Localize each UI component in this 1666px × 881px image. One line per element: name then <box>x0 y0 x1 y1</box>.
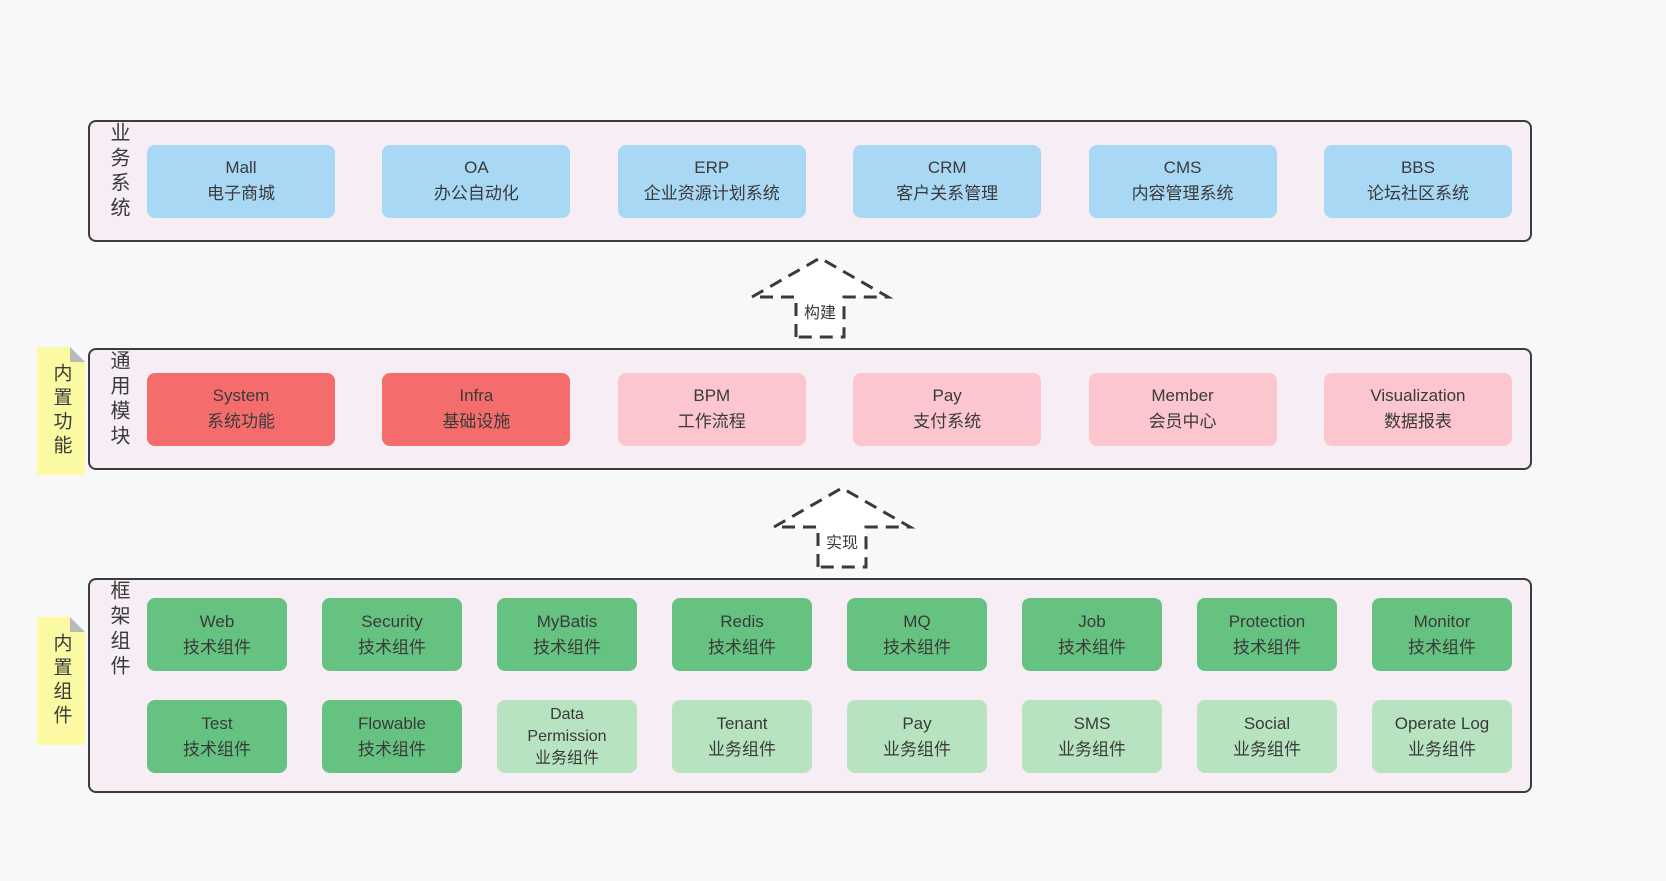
component-box: OA 办公自动化 <box>382 144 571 218</box>
component-box: CRM 客户关系管理 <box>853 144 1042 218</box>
component-box: SMS 业务组件 <box>1022 700 1162 773</box>
component-box: Test 技术组件 <box>147 700 287 773</box>
note-built-in-functions-label: 内置功能 <box>50 363 72 459</box>
component-box: Protection 技术组件 <box>1197 598 1337 671</box>
note-built-in-functions: 内置功能 <box>37 347 85 475</box>
modules-boxes: System 系统功能 Infra 基础设施 BPM 工作流程 Pay 支付系统 Mem… <box>147 350 1512 468</box>
component-box: Flowable 技术组件 <box>322 700 462 773</box>
component-box: Redis 技术组件 <box>672 598 812 671</box>
box-row: Mall 电子商城 OA 办公自动化 ERP 企业资源计划系统 CRM 客户关系管理 C… <box>147 144 1512 218</box>
dashed-up-arrow-icon <box>746 256 894 339</box>
panel-common-modules: 通用模块 System 系统功能 Infra 基础设施 BPM 工作流程 Pay 支付… <box>88 348 1532 470</box>
component-box: MQ 技术组件 <box>847 598 987 671</box>
note-fold-corner-icon <box>70 617 85 632</box>
arrow-build: 构建 <box>746 255 894 339</box>
arrow-implement-label: 实现 <box>823 529 861 553</box>
business-boxes: Mall 电子商城 OA 办公自动化 ERP 企业资源计划系统 CRM 客户关系管理 C… <box>147 122 1512 240</box>
dashed-up-arrow-icon <box>768 486 916 569</box>
component-box: Operate Log 业务组件 <box>1372 700 1512 773</box>
component-box: Job 技术组件 <box>1022 598 1162 671</box>
component-box: BBS 论坛社区系统 <box>1323 144 1512 218</box>
component-box: ERP 企业资源计划系统 <box>617 144 806 218</box>
note-fold-corner-icon <box>70 347 85 362</box>
box-row: System 系统功能 Infra 基础设施 BPM 工作流程 Pay 支付系统 Mem… <box>147 372 1512 446</box>
component-box: BPM 工作流程 <box>617 372 806 446</box>
panel-modules-label: 通用模块 <box>107 350 129 450</box>
note-built-in-components: 内置组件 <box>37 617 85 745</box>
component-box: Mall 电子商城 <box>147 144 335 218</box>
component-box: Infra 基础设施 <box>382 372 571 446</box>
component-box: CMS 内容管理系统 <box>1088 144 1277 218</box>
component-box: Security 技术组件 <box>322 598 462 671</box>
component-box: Web 技术组件 <box>147 598 287 671</box>
panel-business-label: 业务系统 <box>107 122 129 222</box>
framework-boxes: Web 技术组件 Security 技术组件 MyBatis 技术组件 Redis 技… <box>147 580 1512 791</box>
panel-framework-label: 框架组件 <box>107 580 129 680</box>
panel-business-systems: 业务系统 Mall 电子商城 OA 办公自动化 ERP 企业资源计划系统 CRM 客户… <box>88 120 1532 242</box>
component-box: Pay 业务组件 <box>847 700 987 773</box>
component-box: Pay 支付系统 <box>853 372 1042 446</box>
component-box: Tenant 业务组件 <box>672 700 812 773</box>
component-box: System 系统功能 <box>147 372 335 446</box>
component-box: Member 会员中心 <box>1088 372 1277 446</box>
component-box: Monitor 技术组件 <box>1372 598 1512 671</box>
component-box: Data Permission 业务组件 <box>497 700 637 773</box>
panel-framework-components: 框架组件 Web 技术组件 Security 技术组件 MyBatis 技术组件 Re… <box>88 578 1532 793</box>
component-box: MyBatis 技术组件 <box>497 598 637 671</box>
component-box: Visualization 数据报表 <box>1323 372 1512 446</box>
box-row: Test 技术组件 Flowable 技术组件 Data Permission 业务… <box>147 700 1512 773</box>
note-built-in-components-label: 内置组件 <box>50 633 72 729</box>
component-box: Social 业务组件 <box>1197 700 1337 773</box>
arrow-implement: 实现 <box>768 485 916 569</box>
box-row: Web 技术组件 Security 技术组件 MyBatis 技术组件 Redis 技… <box>147 598 1512 671</box>
arrow-build-label: 构建 <box>801 299 839 323</box>
